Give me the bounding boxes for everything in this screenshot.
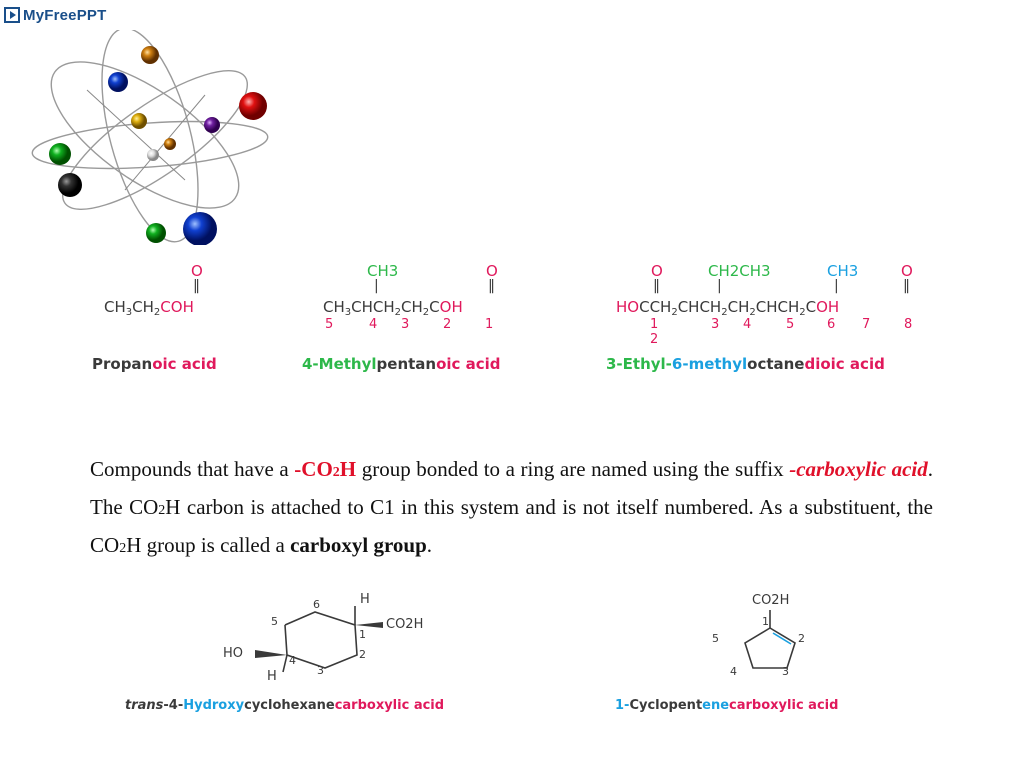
carbonyl-oxygen-right: O (901, 262, 913, 280)
carbon-number: 8 (904, 317, 913, 332)
atom-illustration (31, 30, 269, 245)
hydroxy-group: HO (223, 646, 244, 661)
name-propanoic-acid: Propanoic acid (92, 355, 217, 373)
methyl-substituent: CH3 (827, 262, 859, 280)
carboxyl-group: CO2H (386, 617, 424, 632)
structure-cyclopentene: CO2H 1 2 3 4 5 (700, 588, 840, 683)
formula: CH3CH2COH (104, 298, 194, 318)
brand-logo-text: MyFreePPT (23, 6, 107, 24)
ring-number: 2 (359, 648, 366, 661)
carbon-number: 3 (401, 317, 410, 332)
carbon-number: 4 (369, 317, 378, 332)
explanation-paragraph: Compounds that have a -CO2H group bonded… (90, 457, 934, 557)
bottom-hydrogen: H (267, 669, 277, 684)
ring-number: 5 (712, 632, 719, 645)
formula: CH3CHCH2CH2COH (323, 298, 463, 318)
ring-number: 3 (317, 664, 324, 677)
brand-logo: MyFreePPT (4, 4, 107, 26)
carboxyl-group-term: carboxyl group (290, 533, 427, 557)
methyl-substituent: CH3 (367, 262, 399, 280)
carbon-number: 1 (485, 317, 494, 332)
play-icon (4, 7, 20, 23)
top-hydrogen: H (360, 592, 370, 607)
carbon-number: 3 (711, 317, 720, 332)
name-cyclopentenecarboxylic-acid: 1-Cyclopentenecarboxylic acid (615, 698, 839, 713)
carbon-number: 5 (325, 317, 334, 332)
carbonyl-oxygen: O (486, 262, 498, 280)
name-3-ethyl-6-methyloctanedioic-acid: 3-Ethyl-6-methyloctanedioic acid (606, 355, 885, 373)
carbon-number: 1 2 (650, 317, 659, 347)
carbon-number: 7 (862, 317, 871, 332)
carbon-number: 2 (443, 317, 452, 332)
ring-number: 6 (313, 598, 320, 611)
ring-number: 5 (271, 615, 278, 628)
cyclopentene-ring (744, 610, 796, 669)
ring-number: 3 (782, 665, 789, 678)
ring-number: 1 (762, 615, 769, 628)
carbonyl-oxygen: O (191, 262, 203, 280)
ring-number: 2 (798, 632, 805, 645)
name-4-methylpentanoic-acid: 4-Methylpentanoic acid (302, 355, 501, 373)
carbon-number: 6 (827, 317, 836, 332)
ethyl-substituent: CH2CH3 (708, 262, 771, 280)
ring-number: 1 (359, 628, 366, 641)
carboxyl-group: CO2H (752, 593, 790, 608)
carbonyl-oxygen-left: O (651, 262, 663, 280)
name-hydroxycyclohexanecarboxylic-acid: trans-4-Hydroxycyclohexanecarboxylic aci… (125, 698, 445, 713)
carbon-number: 4 (743, 317, 752, 332)
structure-cyclohexane: H H HO CO2H 1 2 3 4 5 6 (215, 590, 455, 685)
cyclohexane-ring (255, 606, 383, 673)
ring-number: 4 (289, 654, 296, 667)
ring-number: 4 (730, 665, 737, 678)
carbon-number: 5 (786, 317, 795, 332)
formula: HOCCH2CHCH2CH2CHCH2COH (616, 298, 840, 318)
suffix-term: -carboxylic acid (789, 457, 928, 481)
